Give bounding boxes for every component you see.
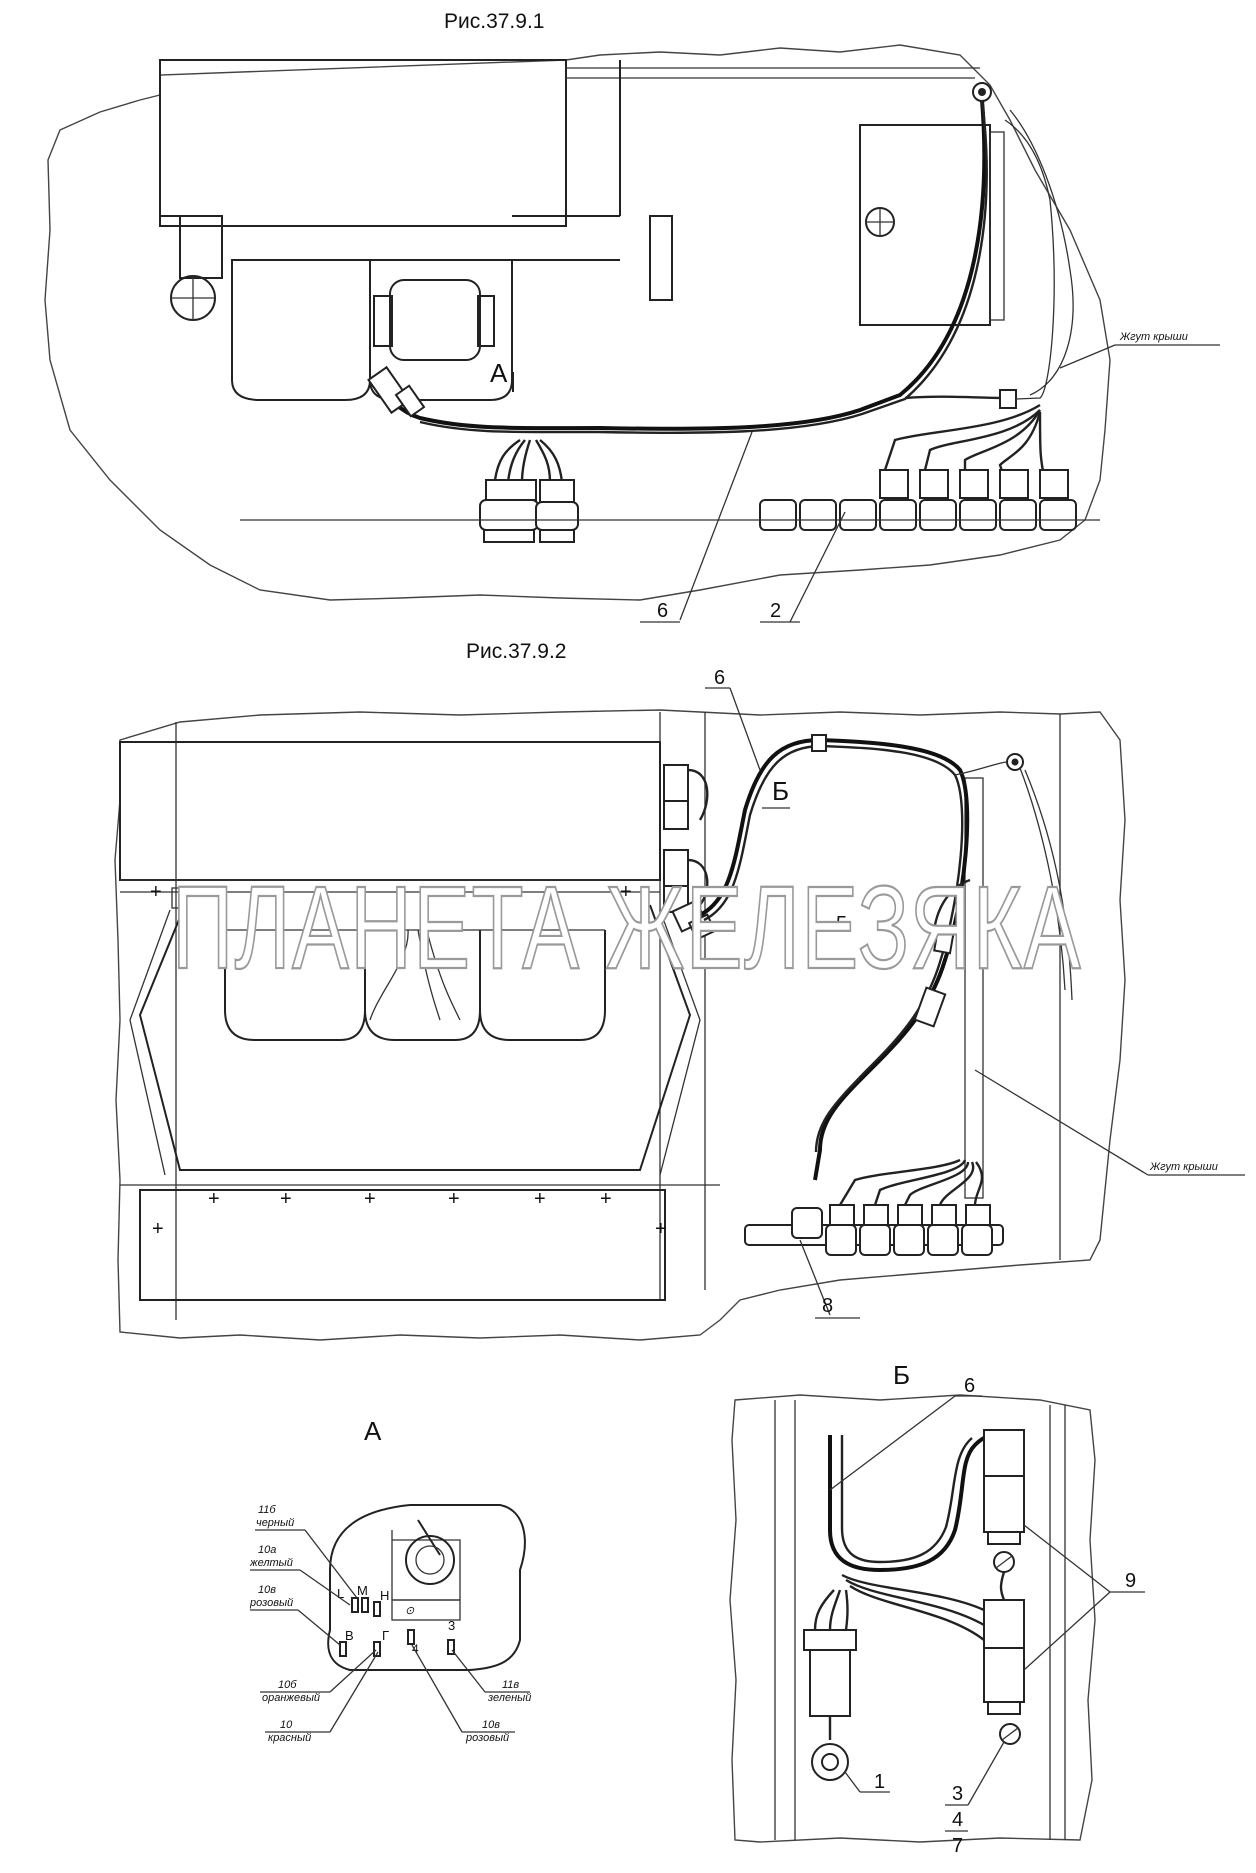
callout-5-fig2: 5: [836, 913, 847, 935]
svg-text:+: +: [364, 1188, 376, 1210]
main-harness-6: [378, 99, 987, 431]
connector-1-body: [809, 1649, 851, 1717]
wire-10b-num: 10б: [278, 1679, 297, 1691]
wire-10v2-num: 10в: [482, 1719, 500, 1731]
figure-2-title: Рис.37.9.2: [466, 640, 566, 663]
callout-7: 7: [952, 1835, 963, 1857]
figure-1-break-outline: [44, 44, 1111, 601]
svg-text:+: +: [208, 1188, 220, 1210]
svg-text:+: +: [534, 1188, 546, 1210]
terminal-b: B: [345, 1628, 354, 1643]
right-post: [649, 215, 673, 301]
svg-text:⊙: ⊙: [405, 1605, 415, 1617]
ground-eyelet-1: [811, 1743, 849, 1781]
view-b-detail: Б 6 9: [729, 1360, 1145, 1857]
roof-harness-label-2: Жгут крыши: [1149, 1161, 1218, 1173]
view-b-title: Б: [893, 1360, 910, 1390]
connector-1-top: [803, 1629, 857, 1651]
view-a-title: А: [364, 1416, 382, 1446]
fan-motor: [389, 279, 481, 361]
terminal-m: M: [357, 1583, 368, 1598]
callout-3: 3: [952, 1783, 963, 1805]
lower-connectors-left: [479, 439, 579, 543]
roof-harness-label-1: Жгут крыши: [1119, 331, 1188, 343]
inline-connector-5: [913, 986, 947, 1028]
wire-10v-num: 10в: [258, 1584, 276, 1596]
b-view-connectors: [663, 764, 717, 941]
connector-row-right: [759, 403, 1077, 531]
wire-10-color: красный: [268, 1732, 311, 1744]
svg-text:+: +: [150, 881, 162, 903]
view-b-marker: Б: [772, 776, 789, 806]
terminal-g: Г: [382, 1628, 389, 1643]
lower-panel: [139, 1189, 666, 1301]
connector-9-upper-b: [983, 1475, 1025, 1533]
harness-6-detail: [828, 1433, 1001, 1573]
connector-9-lower-a: [983, 1599, 1025, 1649]
svg-text:+: +: [280, 1188, 292, 1210]
connector-9-lower-b: [983, 1647, 1025, 1703]
callout-8: 8: [822, 1295, 833, 1317]
svg-text:+: +: [655, 1218, 667, 1240]
wire-11b-num: 11б: [258, 1504, 276, 1516]
heater-housing: [159, 59, 567, 227]
svg-text:+: +: [620, 881, 632, 903]
wire-11v-num: 11в: [502, 1679, 519, 1691]
callout-8-leader: [799, 1239, 831, 1316]
wire-10-num: 10: [280, 1719, 293, 1731]
callout-6: 6: [657, 600, 668, 622]
figure-1-title: Рис.37.9.1: [444, 10, 544, 33]
wire-10b-color: оранжевый: [262, 1692, 320, 1704]
connector-row-right-fig2: [744, 1158, 1004, 1256]
callout-9: 9: [1125, 1570, 1136, 1592]
view-a-marker: А: [490, 358, 508, 388]
svg-text:+: +: [152, 1218, 164, 1240]
callout-4: 4: [952, 1809, 963, 1831]
callout-6-b: 6: [964, 1375, 975, 1397]
figure-37-9-1: Рис.37.9.1: [44, 10, 1220, 623]
wire-10v2-color: розовый: [465, 1732, 509, 1744]
wire-11b-color: черный: [256, 1517, 294, 1529]
switch-body: [327, 1504, 526, 1671]
terminal-4: 4: [412, 1642, 419, 1656]
terminal-h: H: [380, 1588, 389, 1603]
view-a-detail: А ⊙ L M H B Г 4 3 11б черный 10а желтый: [249, 1416, 531, 1744]
wire-10a-num: 10а: [258, 1544, 276, 1556]
figure-2-break-outline: [114, 709, 1126, 1341]
view-b-break-outline: [729, 1394, 1096, 1843]
wire-10v-color: розовый: [249, 1597, 293, 1609]
callout-2-leader: [789, 511, 846, 623]
roof-harness-branch: [904, 395, 1006, 400]
svg-text:+: +: [448, 1188, 460, 1210]
heater-housing-2: [119, 741, 661, 881]
wire-11v-color: зеленый: [487, 1692, 531, 1704]
air-duct-casing: [138, 904, 692, 1171]
switch-knob: [405, 1535, 455, 1585]
terminal-3: 3: [448, 1618, 455, 1633]
heater-casing: [231, 259, 371, 401]
callout-6-leader: [679, 431, 753, 621]
screw-3: [999, 1723, 1021, 1745]
callout-6-fig2: 6: [714, 667, 725, 689]
svg-text:+: +: [600, 1188, 612, 1210]
wire-10a-color: желтый: [249, 1557, 293, 1569]
callout-2: 2: [770, 600, 781, 622]
connector-9-upper-a: [983, 1429, 1025, 1477]
figure-37-9-2: Рис.37.9.2 + + + + + + + + + +: [114, 640, 1245, 1341]
callout-1: 1: [874, 1771, 885, 1793]
terminal-l: L: [337, 1586, 344, 1601]
watermark: ПЛАНЕТА ЖЕЛЕЗЯКА: [172, 862, 1082, 994]
motor-connector: [367, 365, 411, 415]
